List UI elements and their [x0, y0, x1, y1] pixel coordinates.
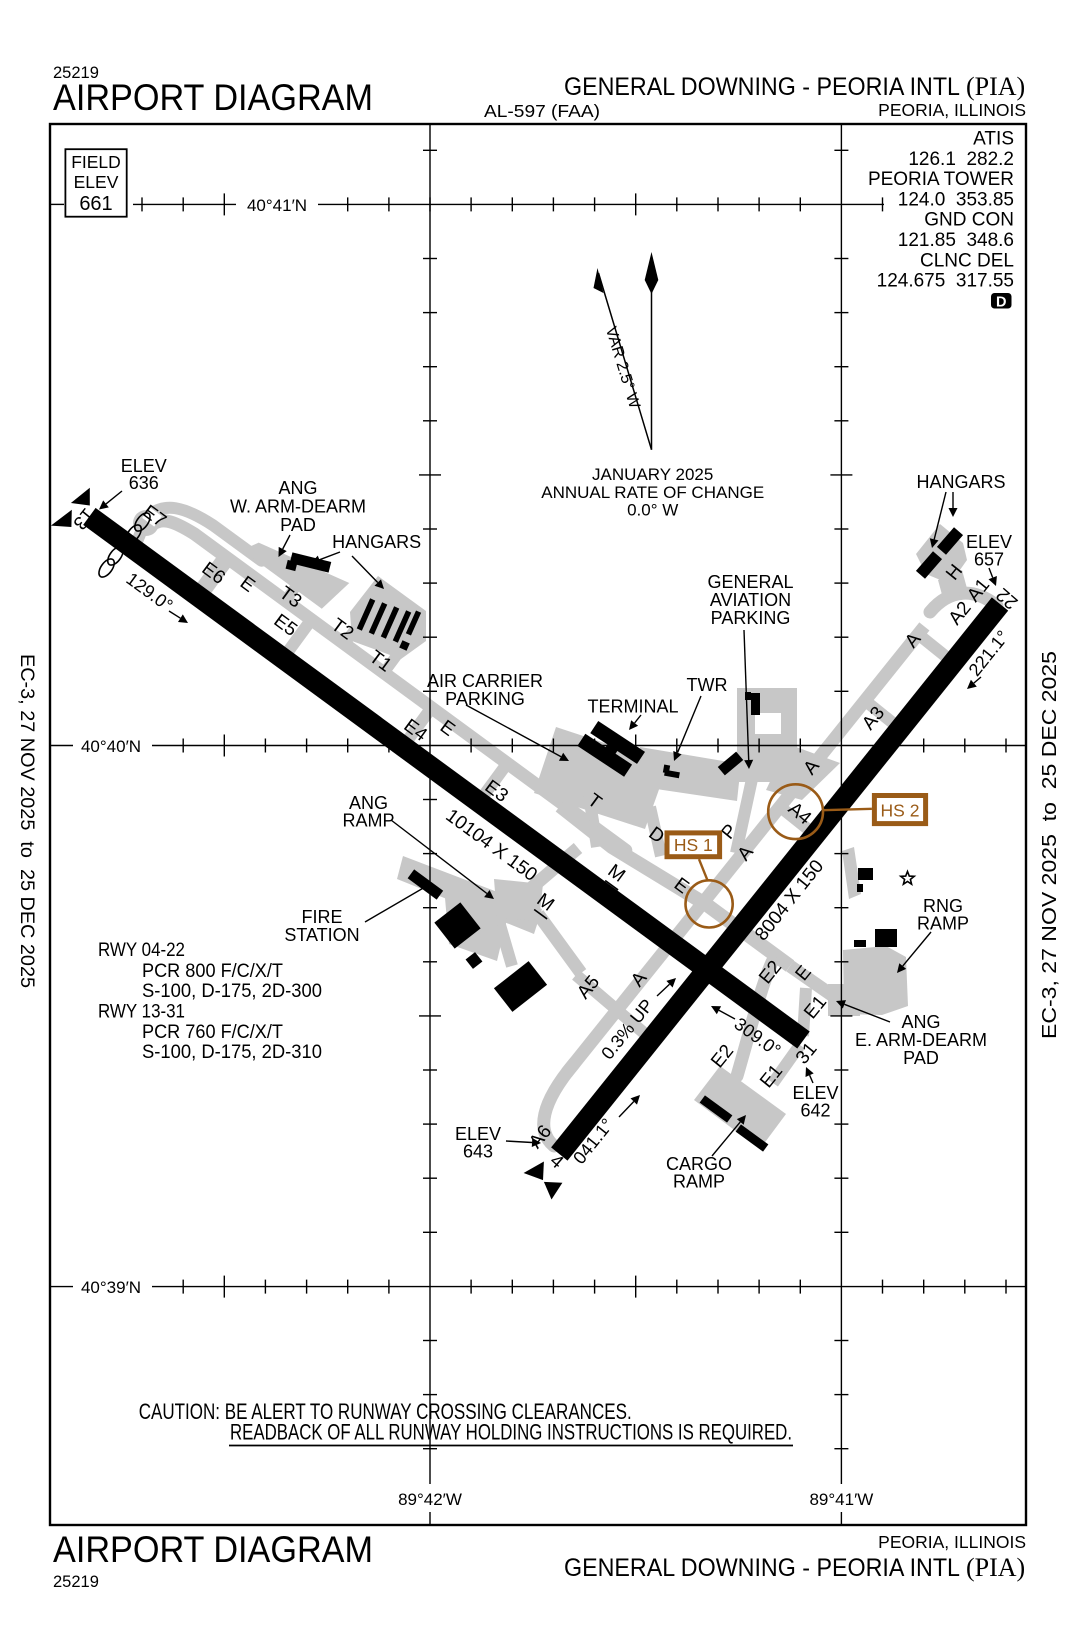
- svg-text:CLNC DEL: CLNC DEL: [920, 250, 1014, 271]
- svg-text:HANGARS: HANGARS: [916, 472, 1005, 492]
- svg-text:FIRE: FIRE: [301, 907, 342, 927]
- svg-text:HS 1: HS 1: [674, 835, 713, 855]
- svg-text:PEORIA TOWER: PEORIA TOWER: [868, 169, 1014, 190]
- svg-text:40°39′N: 40°39′N: [81, 1278, 141, 1297]
- svg-text:RAMP: RAMP: [917, 914, 969, 934]
- svg-text:PEORIA, ILLINOIS: PEORIA, ILLINOIS: [878, 1532, 1026, 1552]
- svg-text:121.85 348.6: 121.85 348.6: [898, 230, 1014, 251]
- svg-text:643: 643: [463, 1142, 493, 1162]
- svg-text:PCR 800 F/C/X/T: PCR 800 F/C/X/T: [142, 960, 283, 982]
- svg-text:PCR 760 F/C/X/T: PCR 760 F/C/X/T: [142, 1021, 283, 1043]
- svg-text:EC-3, 27 NOV 2025 to 25 DEC: EC-3, 27 NOV 2025 to 25 DEC 2025: [1039, 651, 1061, 1039]
- svg-text:FIELD: FIELD: [71, 152, 121, 172]
- svg-text:W. ARM-DEARM: W. ARM-DEARM: [230, 497, 366, 517]
- svg-text:642: 642: [800, 1101, 830, 1121]
- svg-text:D: D: [996, 295, 1006, 311]
- svg-text:AL-597 (FAA): AL-597 (FAA): [484, 101, 600, 121]
- svg-text:READBACK OF ALL RUNWAY HOLDING: READBACK OF ALL RUNWAY HOLDING INSTRUCTI…: [230, 1420, 792, 1445]
- svg-text:124.675 317.55: 124.675 317.55: [877, 271, 1014, 292]
- svg-text:RWY 13-31: RWY 13-31: [98, 1001, 185, 1023]
- svg-text:RNG: RNG: [923, 896, 963, 916]
- svg-text:TWR: TWR: [687, 675, 728, 695]
- svg-text:ANG: ANG: [901, 1012, 940, 1032]
- svg-text:126.1 282.2: 126.1 282.2: [908, 149, 1014, 170]
- svg-text:GENERAL DOWNING - PEORIA INTL: GENERAL DOWNING - PEORIA INTL: [564, 1554, 960, 1582]
- svg-text:ELEV: ELEV: [966, 532, 1012, 552]
- svg-text:PAD: PAD: [280, 515, 316, 535]
- svg-text:PAD: PAD: [903, 1048, 939, 1068]
- svg-text:ELEV: ELEV: [74, 172, 119, 192]
- svg-text:CAUTION: BE ALERT TO RUNWAY CR: CAUTION: BE ALERT TO RUNWAY CROSSING CLE…: [139, 1399, 632, 1424]
- svg-text:636: 636: [129, 473, 159, 493]
- svg-text:GND CON: GND CON: [924, 210, 1014, 231]
- svg-text:JANUARY 2025: JANUARY 2025: [592, 465, 713, 484]
- svg-text:HS 2: HS 2: [881, 801, 920, 821]
- svg-text:ATIS: ATIS: [973, 129, 1014, 150]
- svg-text:GENERAL DOWNING - PEORIA INTL: GENERAL DOWNING - PEORIA INTL: [564, 73, 960, 101]
- svg-text:CARGO: CARGO: [666, 1154, 732, 1174]
- svg-text:ANG: ANG: [278, 478, 317, 498]
- svg-text:S-100, D-175, 2D-310: S-100, D-175, 2D-310: [142, 1041, 322, 1063]
- svg-text:RAMP: RAMP: [673, 1172, 725, 1192]
- svg-text:40°40′N: 40°40′N: [81, 737, 141, 756]
- svg-text:AIRPORT DIAGRAM: AIRPORT DIAGRAM: [53, 1529, 373, 1570]
- svg-text:HANGARS: HANGARS: [332, 532, 421, 552]
- svg-text:E. ARM-DEARM: E. ARM-DEARM: [855, 1030, 987, 1050]
- svg-text:661: 661: [79, 193, 112, 215]
- svg-text:PEORIA, ILLINOIS: PEORIA, ILLINOIS: [878, 100, 1026, 120]
- svg-text:PARKING: PARKING: [711, 608, 791, 628]
- svg-text:(PIA): (PIA): [966, 1553, 1025, 1582]
- svg-text:89°41′W: 89°41′W: [809, 1490, 873, 1509]
- svg-text:124.0 353.85: 124.0 353.85: [898, 189, 1014, 210]
- svg-text:RAMP: RAMP: [342, 811, 394, 831]
- svg-text:657: 657: [974, 550, 1004, 570]
- svg-text:(PIA): (PIA): [966, 72, 1025, 101]
- svg-text:GENERAL: GENERAL: [707, 572, 793, 592]
- svg-text:ANG: ANG: [349, 793, 388, 813]
- svg-text:25219: 25219: [53, 1573, 99, 1591]
- svg-text:40°41′N: 40°41′N: [247, 196, 307, 215]
- svg-text:STATION: STATION: [284, 925, 359, 945]
- svg-text:AIRPORT DIAGRAM: AIRPORT DIAGRAM: [53, 77, 373, 118]
- svg-text:PARKING: PARKING: [445, 689, 525, 709]
- svg-text:25219: 25219: [53, 64, 99, 82]
- svg-text:RWY 04-22: RWY 04-22: [98, 939, 185, 961]
- svg-text:S-100, D-175, 2D-300: S-100, D-175, 2D-300: [142, 980, 322, 1002]
- svg-text:TERMINAL: TERMINAL: [587, 697, 678, 717]
- svg-text:ANNUAL RATE OF CHANGE: ANNUAL RATE OF CHANGE: [541, 483, 764, 502]
- svg-text:ELEV: ELEV: [455, 1124, 501, 1144]
- svg-text:AVIATION: AVIATION: [710, 590, 791, 610]
- svg-text:0.0° W: 0.0° W: [627, 501, 678, 520]
- svg-text:ELEV: ELEV: [792, 1083, 838, 1103]
- svg-text:89°42′W: 89°42′W: [398, 1490, 462, 1509]
- svg-text:AIR CARRIER: AIR CARRIER: [427, 671, 543, 691]
- svg-text:EC-3, 27 NOV 2025 to 25 DEC: EC-3, 27 NOV 2025 to 25 DEC 2025: [16, 654, 37, 988]
- svg-text:ELEV: ELEV: [121, 456, 167, 476]
